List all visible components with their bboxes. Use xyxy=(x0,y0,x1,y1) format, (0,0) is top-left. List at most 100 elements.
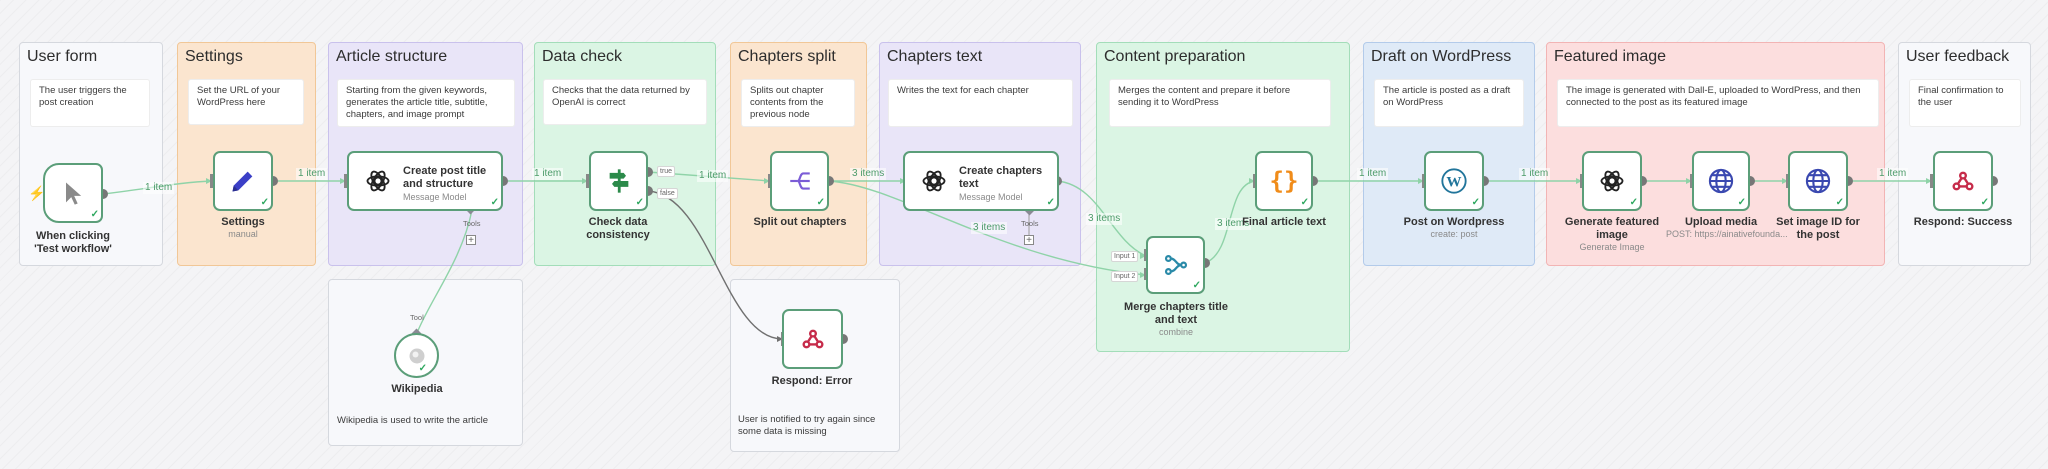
pencil-icon xyxy=(215,153,271,209)
node-trigger[interactable]: ✓ xyxy=(43,163,103,223)
add-tool-button[interactable]: + xyxy=(466,235,476,246)
code-braces-icon: {} xyxy=(1269,167,1299,195)
node-create-post[interactable]: Create post title and structure Message … xyxy=(347,151,503,211)
node-label: Final article text xyxy=(1242,216,1326,228)
sticky-title: Article structure xyxy=(336,48,448,65)
webhook-icon xyxy=(1935,153,1991,209)
openai-icon xyxy=(363,166,393,196)
node-respond-error[interactable] xyxy=(782,309,843,369)
node-label: Respond: Error xyxy=(771,375,853,387)
success-check-icon: ✓ xyxy=(1737,197,1746,208)
node-set-image-id[interactable]: ✓ xyxy=(1788,151,1848,211)
edge-label: 3 items xyxy=(1086,213,1123,225)
wikipedia-icon xyxy=(396,335,437,376)
wordpress-icon: W xyxy=(1426,153,1482,209)
add-tool-button[interactable]: + xyxy=(1024,235,1034,246)
sticky-title: User feedback xyxy=(1906,48,2010,65)
node-label: Merge chapters title and text combine xyxy=(1124,301,1228,337)
node-respond-success[interactable]: ✓ xyxy=(1933,151,1993,211)
sticky-description: The user triggers the post creation xyxy=(30,79,150,127)
sticky-description: Splits out chapter contents from the pre… xyxy=(741,79,855,127)
sticky-note-text: User is notified to try again since some… xyxy=(738,414,876,437)
pointer-icon xyxy=(45,165,101,221)
node-settings[interactable]: ✓ xyxy=(213,151,273,211)
node-label: Split out chapters xyxy=(753,216,847,228)
node-subtitle: Message Model xyxy=(959,192,1023,202)
webhook-icon xyxy=(784,311,841,367)
sticky-title: Chapters text xyxy=(887,48,983,65)
node-title: Create post title and structure xyxy=(403,165,487,190)
node-wikipedia[interactable]: ✓ xyxy=(394,333,439,378)
sticky-user-form: User form The user triggers the post cre… xyxy=(19,42,163,266)
sticky-description: The article is posted as a draft on Word… xyxy=(1374,79,1524,127)
sticky-description: Writes the text for each chapter xyxy=(888,79,1073,127)
sticky-title: Featured image xyxy=(1554,48,1667,65)
svg-text:W: W xyxy=(1446,173,1461,190)
edge-label: 1 item xyxy=(143,182,175,194)
node-label: Upload media POST: https://ainativefound… xyxy=(1666,216,1788,239)
sticky-description: Checks that the data returned by OpenAI … xyxy=(543,79,707,125)
globe-icon xyxy=(1790,153,1846,209)
node-create-chapters-text[interactable]: Create chapters text Message Model ✓ xyxy=(903,151,1059,211)
edge-label: 1 item xyxy=(697,170,729,182)
success-check-icon: ✓ xyxy=(1192,280,1201,291)
openai-icon xyxy=(919,166,949,196)
node-label: Post on Wordpress create: post xyxy=(1403,216,1505,239)
split-icon xyxy=(772,153,827,209)
sticky-description: Starting from the given keywords, genera… xyxy=(337,79,515,127)
node-title: Create chapters text xyxy=(959,165,1043,190)
node-split-chapters[interactable]: ✓ xyxy=(770,151,829,211)
sticky-title: User form xyxy=(27,48,98,65)
edge-label: 1 item xyxy=(1877,168,1909,180)
node-label: Set image ID for the post xyxy=(1776,216,1860,241)
success-check-icon: ✓ xyxy=(1300,197,1309,208)
success-check-icon: ✓ xyxy=(1835,197,1844,208)
sticky-note-text: Wikipedia is used to write the article xyxy=(337,415,489,426)
node-post-wordpress[interactable]: W ✓ xyxy=(1424,151,1484,211)
node-final-article-text[interactable]: {} ✓ xyxy=(1255,151,1313,211)
edge-label: 1 item xyxy=(532,168,564,180)
node-subtitle: Message Model xyxy=(403,192,467,202)
sticky-description: Set the URL of your WordPress here xyxy=(188,79,304,125)
node-generate-image[interactable]: ✓ xyxy=(1582,151,1642,211)
node-upload-media[interactable]: ✓ xyxy=(1692,151,1750,211)
node-check-data[interactable]: ✓ xyxy=(589,151,648,211)
node-label: Generate featured image Generate Image xyxy=(1564,216,1660,252)
success-check-icon: ✓ xyxy=(1980,197,1989,208)
success-check-icon: ✓ xyxy=(260,197,269,208)
sticky-description: The image is generated with Dall-E, uplo… xyxy=(1557,79,1879,127)
trigger-bolt-icon: ⚡ xyxy=(28,185,46,201)
node-label: When clicking 'Test workflow' xyxy=(34,230,112,255)
success-check-icon: ✓ xyxy=(816,197,825,208)
success-check-icon: ✓ xyxy=(635,197,644,208)
node-label: Check data consistency xyxy=(586,216,650,241)
edge-label: 1 item xyxy=(1357,168,1389,180)
edge-label: 1 item xyxy=(1519,168,1551,180)
globe-icon xyxy=(1694,153,1748,209)
sticky-description: Final confirmation to the user xyxy=(1909,79,2021,127)
sticky-title: Chapters split xyxy=(738,48,836,65)
false-output-label: false xyxy=(657,188,678,199)
edge-label: 3 items xyxy=(1215,218,1252,230)
sticky-title: Settings xyxy=(185,48,243,65)
edge-label: 1 item xyxy=(296,168,328,180)
success-check-icon: ✓ xyxy=(1471,197,1480,208)
sticky-title: Draft on WordPress xyxy=(1371,48,1512,65)
merge-input-2-label: Input 2 xyxy=(1111,271,1139,282)
edge-label: 3 items xyxy=(971,222,1008,234)
success-check-icon: ✓ xyxy=(1046,197,1055,208)
signpost-icon xyxy=(591,153,646,209)
openai-icon xyxy=(1584,153,1640,209)
success-check-icon: ✓ xyxy=(1629,197,1638,208)
node-label: Settings manual xyxy=(221,216,265,239)
success-check-icon: ✓ xyxy=(90,209,99,220)
merge-icon xyxy=(1148,238,1203,292)
merge-input-1-label: Input 1 xyxy=(1111,251,1139,262)
true-output-label: true xyxy=(657,166,676,177)
node-merge[interactable]: ✓ xyxy=(1146,236,1205,294)
tools-port-label: Tools xyxy=(1021,219,1039,228)
edge-label: 3 items xyxy=(850,168,887,180)
tools-port-label: Tools xyxy=(463,219,481,228)
node-label: Wikipedia xyxy=(391,383,443,395)
node-label: Respond: Success xyxy=(1913,216,2013,228)
